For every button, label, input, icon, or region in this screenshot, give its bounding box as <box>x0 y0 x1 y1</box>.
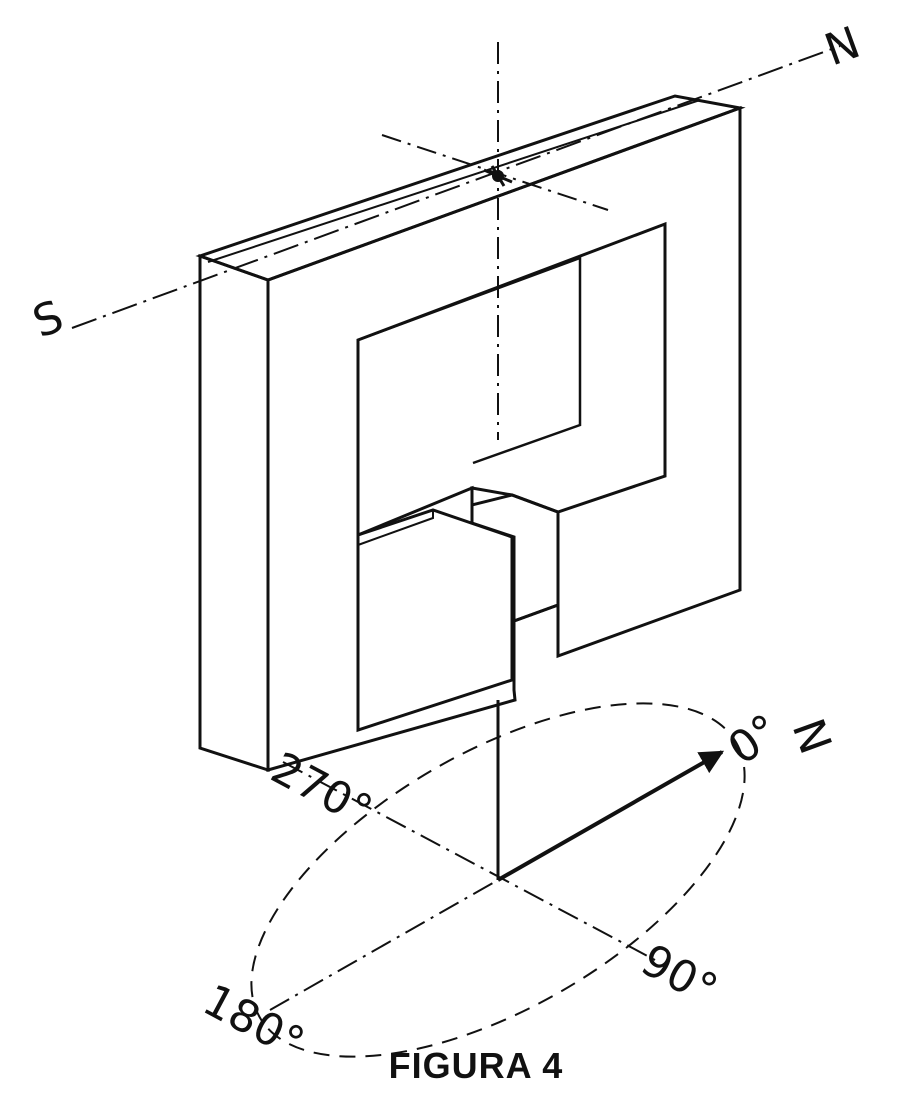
label-south: S <box>26 291 70 348</box>
gap-block-right <box>470 486 560 624</box>
frame-inner-opening <box>356 221 667 538</box>
frame-top-face <box>195 94 746 282</box>
compass-ellipse <box>250 702 746 1058</box>
label-north-compass: N <box>782 712 841 760</box>
label-0-deg: 0° <box>719 705 789 775</box>
label-270-deg: 270° <box>263 743 381 838</box>
compass-axis-270-90 <box>282 761 656 961</box>
loop-frame <box>195 94 746 773</box>
north-arrow <box>497 750 725 882</box>
label-90-deg: 90° <box>633 935 726 1017</box>
compass-axis-180-0 <box>269 879 499 1011</box>
frame-left-side <box>198 253 270 773</box>
frame-front-face <box>266 105 742 772</box>
sn-axis <box>71 45 841 329</box>
pivot-marker <box>483 165 513 187</box>
figure-caption: FIGURA 4 <box>389 1045 564 1086</box>
label-180-deg: 180° <box>195 975 313 1070</box>
label-north-top: N <box>818 17 866 76</box>
gap-block-left <box>356 508 514 733</box>
